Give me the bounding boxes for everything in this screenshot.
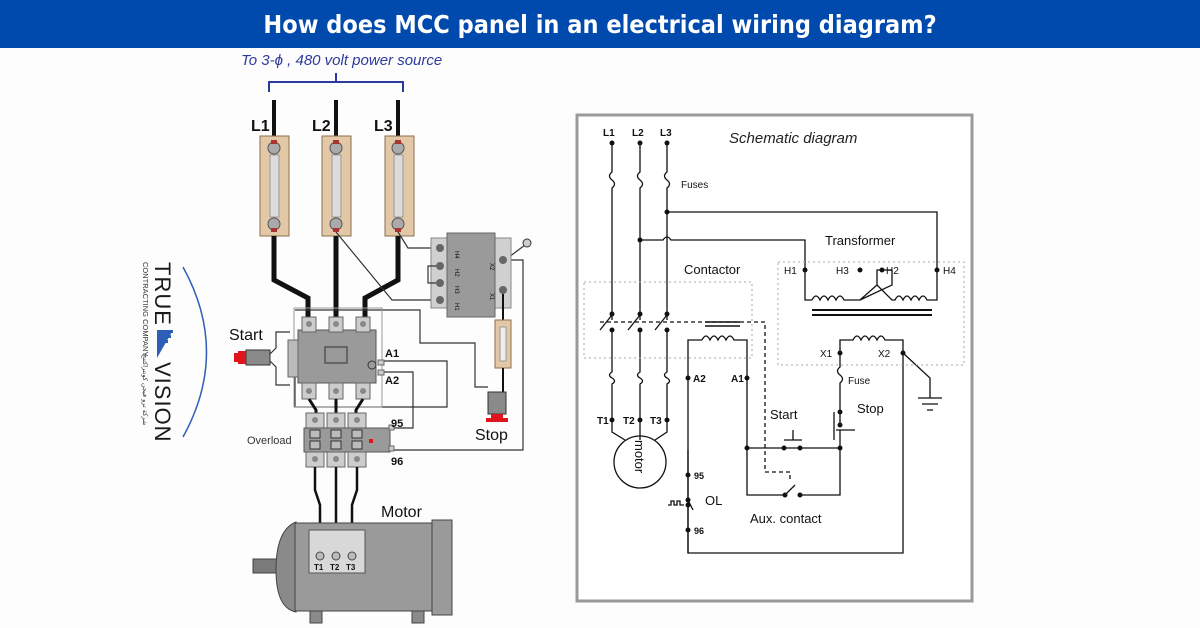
schematic-ol-label: OL (705, 493, 722, 508)
transformer-label: Transformer (825, 233, 896, 248)
mechanical-linkage (600, 321, 791, 482)
stop-button (486, 391, 508, 422)
motor-term-t3: T3 (346, 563, 356, 572)
contactor (287, 307, 385, 408)
control-wire (295, 309, 488, 388)
schematic-label-l3: L3 (660, 128, 672, 139)
control-wire (393, 259, 524, 451)
contactor-boundary (583, 281, 753, 359)
schematic-label-l1: L1 (603, 128, 615, 139)
source-bracket (268, 73, 404, 92)
motor-term-t1: T1 (314, 563, 324, 572)
schematic-term-h2: H2 (886, 266, 899, 277)
page-title: How does MCC panel in an electrical wiri… (263, 9, 937, 39)
schematic-term-t2: T2 (623, 416, 635, 427)
contactor-label: Contactor (684, 262, 741, 277)
schematic-term-t3: T3 (650, 416, 662, 427)
contactor-term-a1: A1 (385, 348, 399, 360)
transformer-term-x1: X1 (488, 293, 494, 301)
ground-terminal (522, 238, 532, 248)
schematic-term-h1: H1 (784, 266, 797, 277)
motor-label: Motor (381, 504, 423, 521)
overload-relay (303, 412, 395, 468)
junction-dots (609, 140, 940, 533)
schematic-term-a2: A2 (693, 374, 706, 385)
fuse-block-l2 (321, 100, 352, 237)
wiring-start-label: Start (229, 327, 263, 344)
overload-term-96: 96 (391, 456, 403, 468)
wiring-label-l3: L3 (374, 118, 393, 135)
schematic-fuse-label: Fuse (848, 376, 871, 387)
schematic-term-h4: H4 (943, 266, 956, 277)
motor-term-t2: T2 (330, 563, 340, 572)
power-source-label: To 3-ϕ , 480 volt power source (241, 52, 442, 69)
transformer-term-h4: H4 (453, 251, 459, 259)
transformer-boundary (777, 261, 965, 366)
schematic-frame (575, 113, 974, 603)
schematic-term-a1: A1 (731, 374, 744, 385)
control-wire (294, 360, 448, 408)
aux-contact-label: Aux. contact (750, 511, 822, 526)
wiring-label-l2: L2 (312, 118, 331, 135)
overload-term-95: 95 (391, 418, 403, 430)
transformer-term-x2: X2 (488, 263, 494, 271)
schematic-motor-label: motor (632, 440, 647, 474)
fuses-label: Fuses (681, 180, 708, 191)
schematic-term-96: 96 (694, 526, 704, 536)
wiring-stop-label: Stop (475, 427, 508, 444)
control-transformer (427, 232, 512, 318)
fuse-block-l3 (384, 100, 415, 237)
header-banner: How does MCC panel in an electrical wiri… (0, 0, 1200, 48)
control-wire (384, 371, 414, 429)
schematic-term-95: 95 (694, 471, 704, 481)
schematic-term-h3: H3 (836, 266, 849, 277)
schematic-start-label: Start (770, 407, 798, 422)
transformer-term-h1: H1 (453, 303, 459, 311)
schematic-term-t1: T1 (597, 416, 609, 427)
motor (252, 519, 453, 624)
wiring-label-l1: L1 (251, 118, 270, 135)
transformer-term-h3: H3 (453, 286, 459, 294)
schematic-label-l2: L2 (632, 128, 644, 139)
control-wire (335, 231, 437, 301)
schematic-term-x2: X2 (878, 349, 891, 360)
transformer-term-h2: H2 (453, 269, 459, 277)
start-button (234, 331, 290, 386)
schematic-term-x1: X1 (820, 349, 833, 360)
schematic-title: Schematic diagram (729, 130, 857, 147)
control-wire (397, 231, 437, 249)
schematic-stop-label: Stop (857, 401, 884, 416)
contactor-term-a2: A2 (385, 375, 399, 387)
overload-label: Overload (247, 435, 292, 447)
